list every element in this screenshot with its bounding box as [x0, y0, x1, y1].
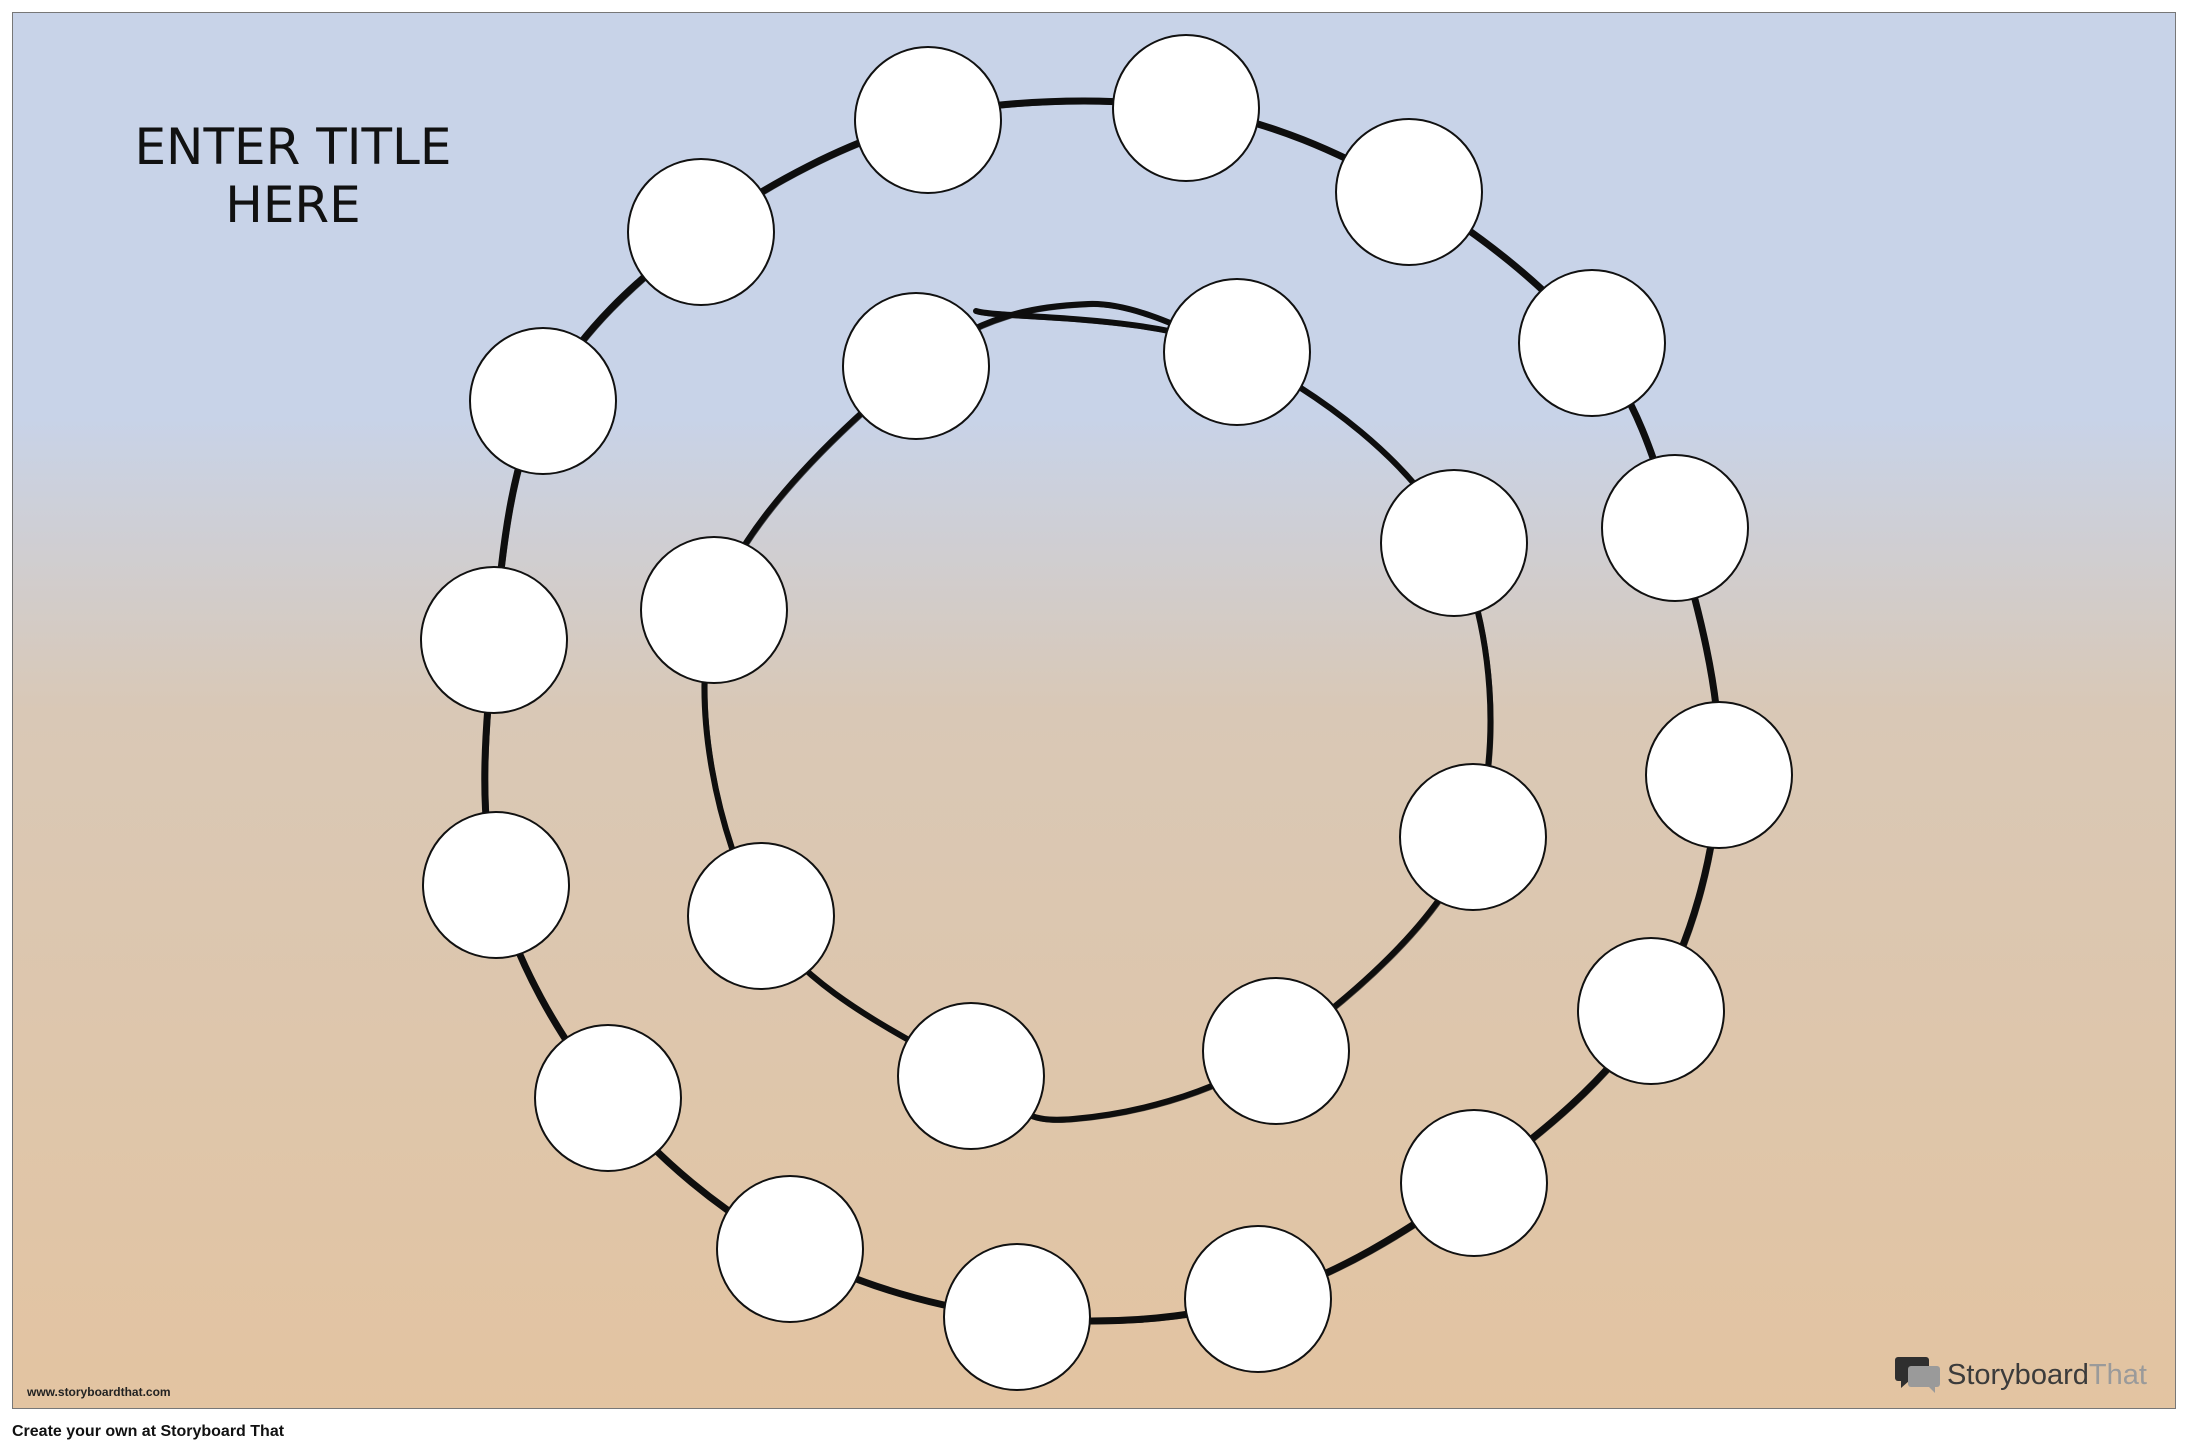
title-line-1: ENTER TITLE — [134, 118, 452, 176]
storyboardthat-logo[interactable]: StoryboardThat — [1895, 1355, 2147, 1395]
outer-node-11[interactable] — [716, 1175, 864, 1323]
inner-node-5[interactable] — [1202, 977, 1350, 1125]
outer-node-14[interactable] — [420, 566, 568, 714]
inner-node-3[interactable] — [1380, 469, 1528, 617]
title-line-2: HERE — [225, 176, 361, 234]
outer-node-1[interactable] — [854, 46, 1002, 194]
inner-node-8[interactable] — [640, 536, 788, 684]
board-title[interactable]: ENTER TITLE HERE — [93, 118, 493, 234]
outer-node-12[interactable] — [534, 1024, 682, 1172]
outer-node-9[interactable] — [1184, 1225, 1332, 1373]
outer-node-10[interactable] — [943, 1243, 1091, 1391]
outer-node-6[interactable] — [1645, 701, 1793, 849]
inner-node-7[interactable] — [687, 842, 835, 990]
inner-node-6[interactable] — [897, 1002, 1045, 1150]
website-label: www.storyboardthat.com — [27, 1385, 171, 1399]
outer-node-15[interactable] — [469, 327, 617, 475]
storyboard-canvas: ENTER TITLE HERE www.storyboardthat.com … — [12, 12, 2176, 1409]
footer-credit[interactable]: Create your own at Storyboard That — [12, 1423, 285, 1440]
outer-node-7[interactable] — [1577, 937, 1725, 1085]
ring-diagram — [13, 13, 2175, 1408]
logo-wordmark: StoryboardThat — [1947, 1359, 2147, 1392]
outer-node-5[interactable] — [1601, 454, 1749, 602]
inner-node-1[interactable] — [842, 292, 990, 440]
outer-node-4[interactable] — [1518, 269, 1666, 417]
logo-word-part1: Storyboard — [1947, 1358, 2089, 1391]
inner-node-4[interactable] — [1399, 763, 1547, 911]
inner-node-2[interactable] — [1163, 278, 1311, 426]
logo-word-part2: That — [2088, 1358, 2147, 1391]
background — [13, 13, 2175, 1408]
outer-node-2[interactable] — [1112, 34, 1260, 182]
outer-node-13[interactable] — [422, 811, 570, 959]
outer-node-8[interactable] — [1400, 1109, 1548, 1257]
storyboardthat-logo-icon — [1895, 1357, 1940, 1393]
outer-node-16[interactable] — [627, 158, 775, 306]
outer-node-3[interactable] — [1335, 118, 1483, 266]
